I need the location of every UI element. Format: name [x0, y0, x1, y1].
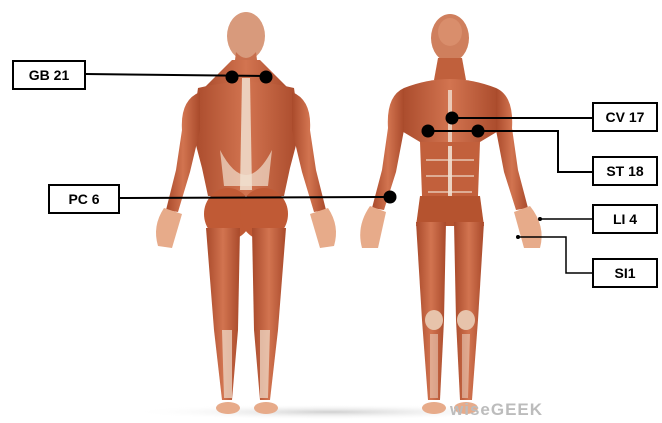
front-view-figure [360, 14, 541, 414]
gb21-left-marker [226, 71, 239, 84]
st18-label: ST 18 [592, 156, 658, 186]
cv17-marker [446, 112, 459, 125]
st18-right-marker [472, 125, 485, 138]
gb21-label: GB 21 [12, 60, 86, 90]
li4-label: LI 4 [592, 204, 658, 234]
watermark: wiseGEEK [450, 400, 543, 420]
back-view-figure [156, 12, 336, 414]
li4-marker [538, 217, 542, 221]
pc6-leader-line [120, 197, 390, 198]
cv17-label: CV 17 [592, 102, 658, 132]
gb21-right-marker [260, 71, 273, 84]
pc6-marker [384, 191, 397, 204]
si1-marker [516, 235, 520, 239]
st18-left-marker [422, 125, 435, 138]
si1-label: SI1 [592, 258, 658, 288]
pc6-label: PC 6 [48, 184, 120, 214]
